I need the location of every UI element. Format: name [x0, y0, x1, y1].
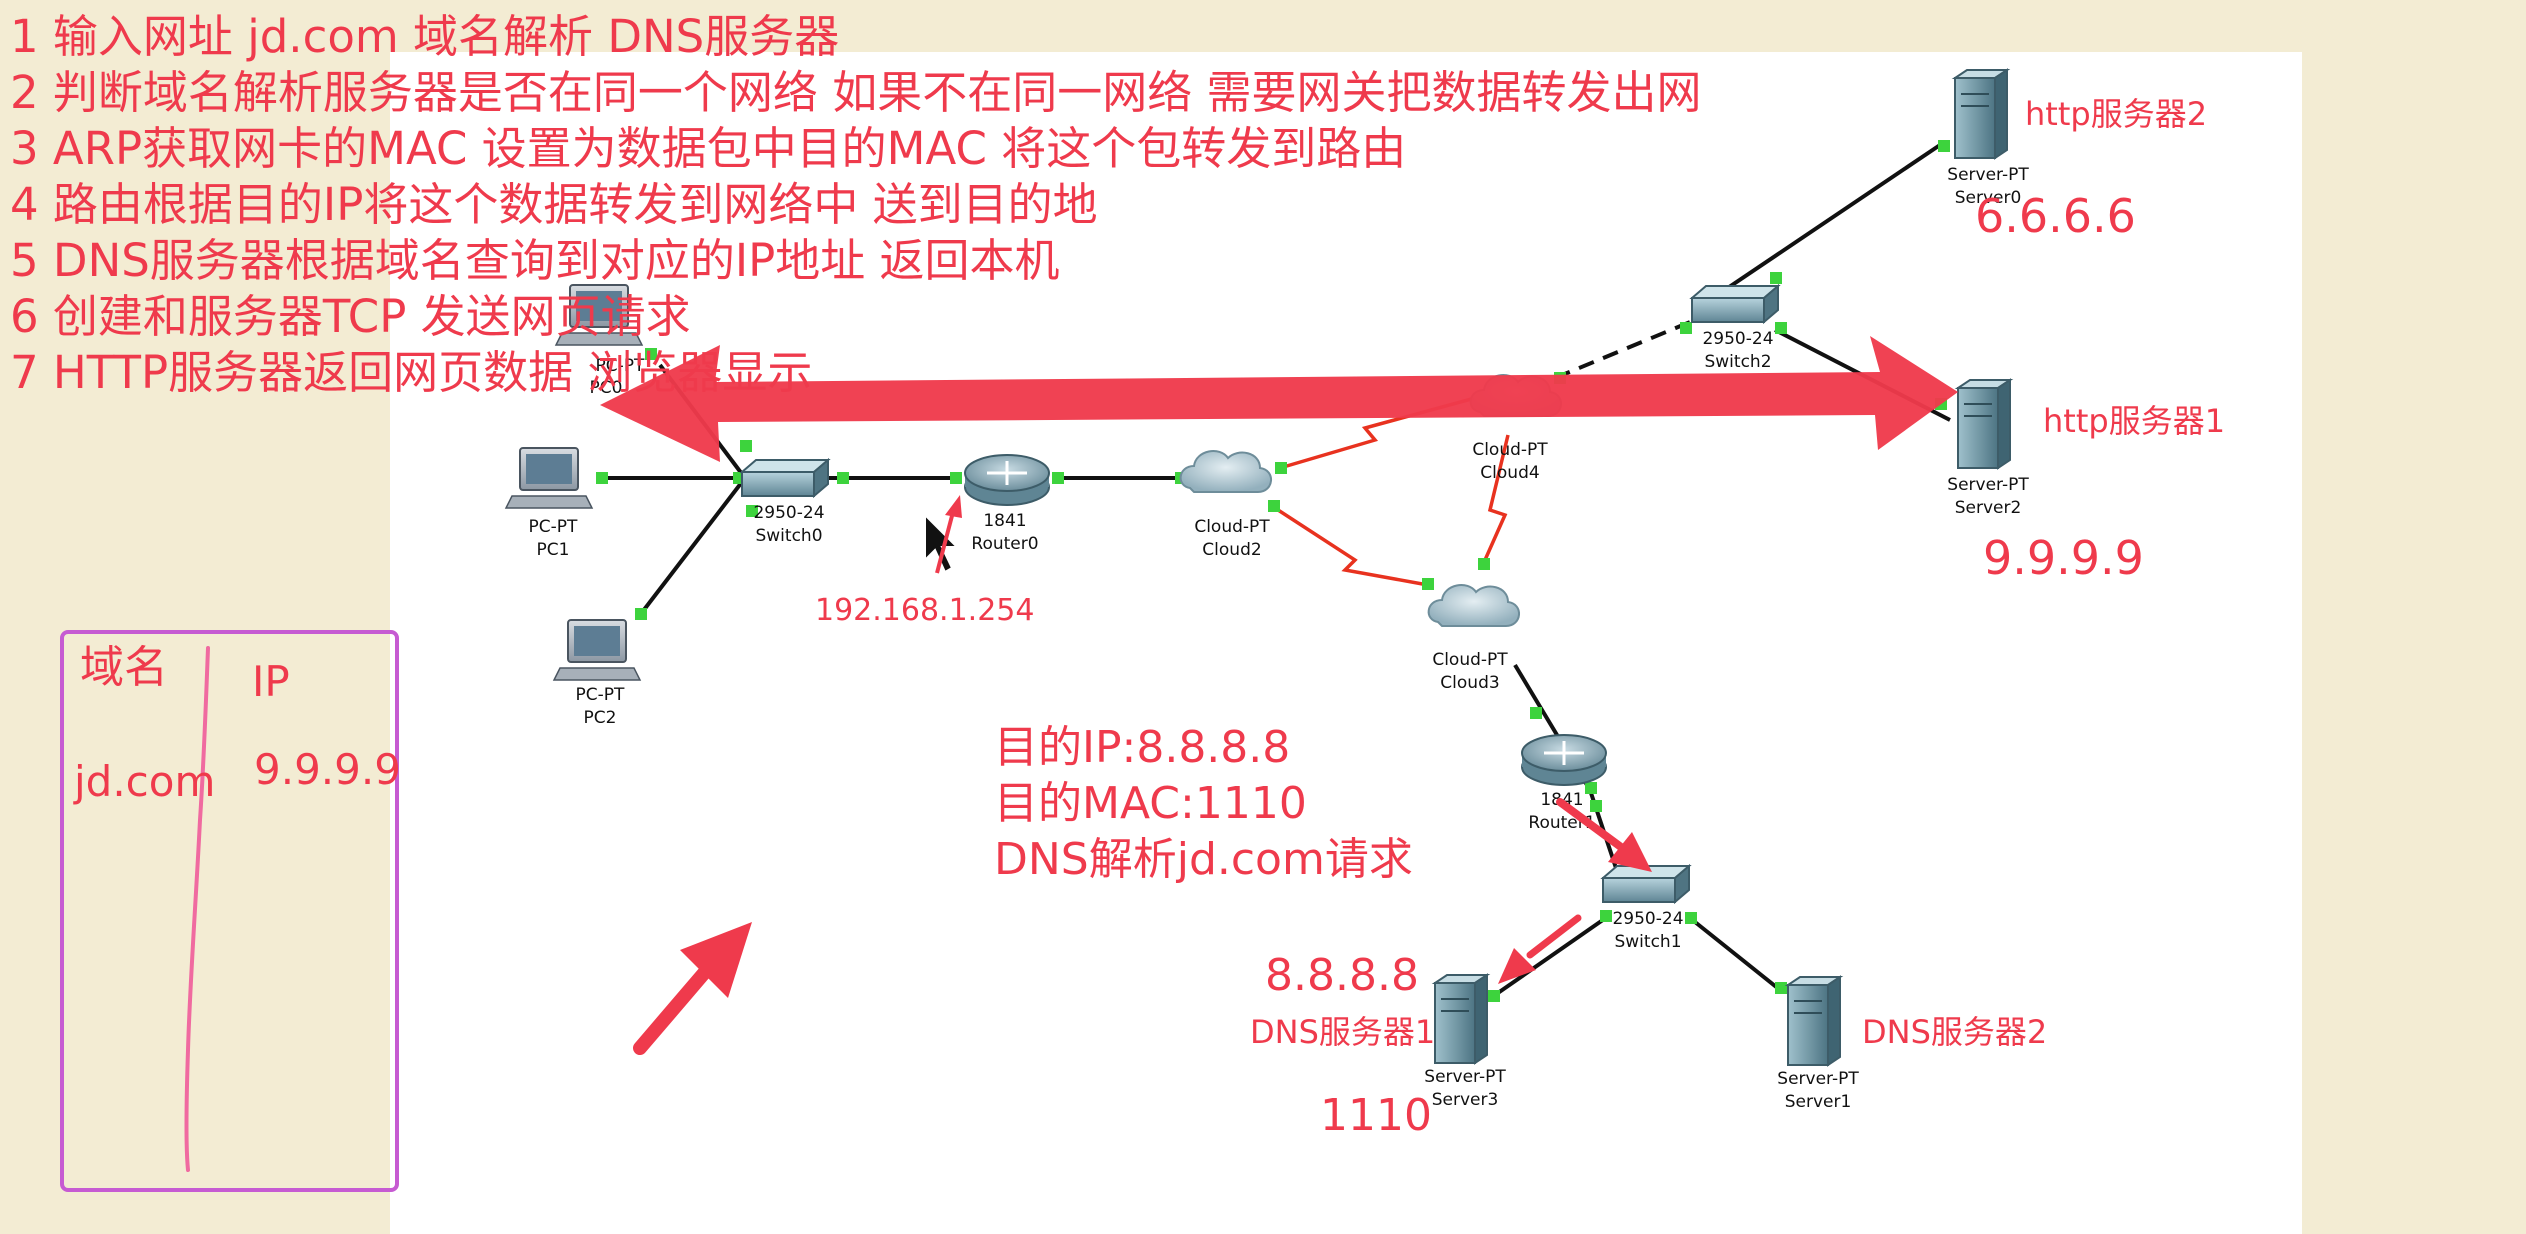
- switch-icon: [741, 471, 815, 497]
- small-arrow-router0: [935, 511, 955, 574]
- http1-label: http服务器1: [2043, 402, 2225, 440]
- pc2-name: PC2: [584, 708, 617, 728]
- switch-icon: [1691, 297, 1765, 323]
- switch2-name: Switch2: [1704, 352, 1771, 372]
- step-6: 6 创建和服务器TCP 发送网页请求: [10, 290, 691, 343]
- cloud-icon: [1179, 450, 1272, 493]
- arrowhead-icon: [945, 495, 962, 518]
- arrowhead-icon: [1498, 948, 1536, 984]
- http2-ip-label: 6.6.6.6: [1975, 189, 2136, 243]
- switch2[interactable]: [1689, 283, 1781, 325]
- server0-type: Server-PT: [1947, 165, 2029, 185]
- link-pc2-switch0: [638, 476, 747, 617]
- router0-type: 1841: [983, 511, 1026, 531]
- pc0-name: PC0: [590, 378, 623, 398]
- server1-name: Server1: [1785, 1092, 1852, 1112]
- pc0-type: PC-PT: [596, 356, 646, 376]
- packet-dest-mac: 目的MAC:1110: [994, 778, 1307, 829]
- router0[interactable]: [964, 454, 1050, 506]
- server-icon: [1957, 387, 1999, 469]
- http1-ip-label: 9.9.9.9: [1983, 531, 2144, 585]
- pc2-type: PC-PT: [576, 685, 626, 705]
- cloud-icon: [1427, 584, 1520, 627]
- pc1-name: PC1: [537, 540, 570, 560]
- pc1-type: PC-PT: [529, 517, 579, 537]
- step-1: 1 输入网址 jd.com 域名解析 DNS服务器: [10, 10, 839, 63]
- switch0[interactable]: [739, 457, 831, 499]
- server-icon: [1434, 982, 1476, 1064]
- switch1-type: 2950-24: [1612, 909, 1683, 929]
- server3[interactable]: [1431, 973, 1491, 1065]
- dns-table-divider: [184, 646, 210, 1172]
- dns1-label: DNS服务器1: [1250, 1013, 1435, 1051]
- cloud3-type: Cloud-PT: [1432, 650, 1508, 670]
- gateway-ip-label: 192.168.1.254: [815, 593, 1034, 628]
- cloud4-name: Cloud4: [1480, 463, 1539, 483]
- pc2[interactable]: [552, 619, 642, 681]
- step-2: 2 判断域名解析服务器是否在同一个网络 如果不在同一网络 需要网关把数据转发出网: [10, 66, 1702, 119]
- server1[interactable]: [1784, 975, 1844, 1067]
- router1[interactable]: [1521, 734, 1607, 786]
- dns1-mac-label: 1110: [1320, 1090, 1432, 1141]
- step-4: 4 路由根据目的IP将这个数据转发到网络中 送到目的地: [10, 178, 1098, 231]
- switch2-type: 2950-24: [1702, 329, 1773, 349]
- pc0[interactable]: [554, 284, 644, 346]
- server3-name: Server3: [1432, 1090, 1499, 1110]
- dns-table-row-ip: 9.9.9.9: [254, 745, 401, 794]
- dns-table-header-domain: 域名: [80, 642, 168, 693]
- server0[interactable]: [1951, 68, 2011, 160]
- serial-cloud2-cloud3: [1274, 506, 1429, 587]
- dns-table-row-domain: jd.com: [73, 757, 215, 806]
- pointer-arrow: [633, 965, 712, 1055]
- server2-name: Server2: [1955, 498, 2022, 518]
- switch-icon: [1602, 877, 1676, 903]
- dns-table-header-ip: IP: [252, 657, 290, 706]
- dns-table-box: [60, 630, 399, 1192]
- cloud3[interactable]: [1427, 584, 1520, 627]
- server1-type: Server-PT: [1777, 1069, 1859, 1089]
- cloud4-type: Cloud-PT: [1472, 440, 1548, 460]
- step-7: 7 HTTP服务器返回网页数据 浏览器显示: [10, 346, 812, 399]
- workspace-canvas: [390, 52, 2302, 1234]
- server2[interactable]: [1954, 378, 2014, 470]
- arrowhead-icon: [680, 922, 752, 998]
- packet-dns-request: DNS解析jd.com请求: [994, 834, 1413, 885]
- switch0-name: Switch0: [755, 526, 822, 546]
- cloud2-name: Cloud2: [1202, 540, 1261, 560]
- http2-label: http服务器2: [2025, 95, 2207, 133]
- server-icon: [1787, 984, 1829, 1066]
- serial-cloud4-cloud3: [1483, 434, 1510, 561]
- switch1-name: Switch1: [1614, 932, 1681, 952]
- arrow-switch1-server3: [1526, 914, 1582, 959]
- step-3: 3 ARP获取网卡的MAC 设置为数据包中目的MAC 将这个包转发到路由: [10, 122, 1406, 175]
- server0-name: Server0: [1955, 188, 2022, 208]
- step-5: 5 DNS服务器根据域名查询到对应的IP地址 返回本机: [10, 234, 1060, 287]
- pc1[interactable]: [504, 447, 594, 509]
- cloud3-name: Cloud3: [1440, 673, 1499, 693]
- switch1[interactable]: [1600, 863, 1692, 905]
- cloud2-type: Cloud-PT: [1194, 517, 1270, 537]
- server2-type: Server-PT: [1947, 475, 2029, 495]
- link-switch1-server1: [1688, 916, 1782, 992]
- server-icon: [1954, 77, 1996, 159]
- server3-type: Server-PT: [1424, 1067, 1506, 1087]
- cloud2[interactable]: [1179, 450, 1272, 493]
- dns2-label: DNS服务器2: [1862, 1013, 2047, 1051]
- arrow-router1-switch1: [1556, 798, 1629, 854]
- dns1-ip-label: 8.8.8.8: [1265, 950, 1419, 1001]
- double-headed-arrow-icon: [600, 336, 1958, 462]
- link-switch1-server3: [1493, 913, 1612, 997]
- link-switch2-server0: [1693, 143, 1942, 312]
- mouse-cursor-icon: [924, 512, 960, 574]
- packet-dest-ip: 目的IP:8.8.8.8: [994, 722, 1290, 773]
- switch0-type: 2950-24: [753, 503, 824, 523]
- router0-name: Router0: [971, 534, 1038, 554]
- arrowhead-icon: [1608, 832, 1652, 872]
